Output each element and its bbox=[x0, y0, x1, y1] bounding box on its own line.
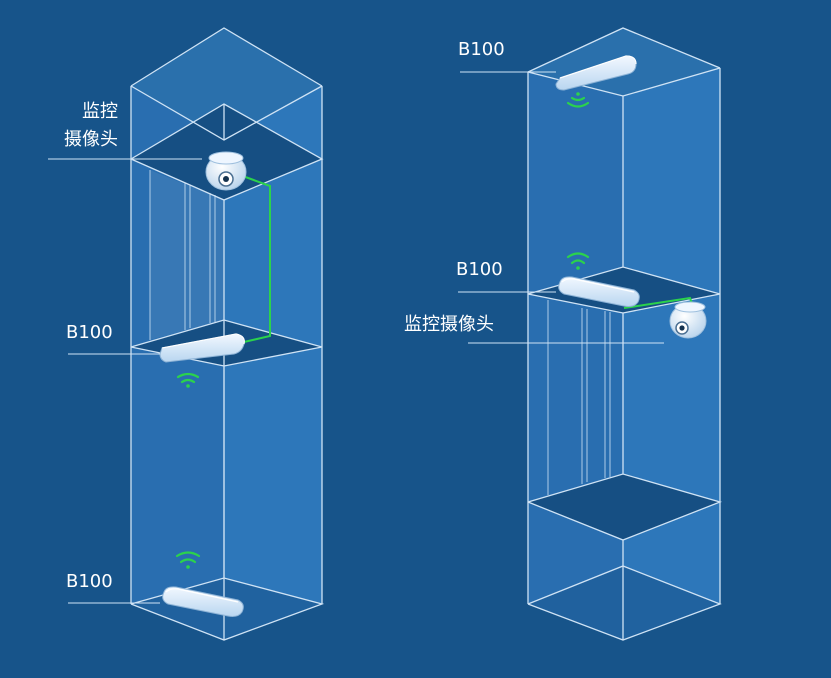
left-camera-cable bbox=[239, 174, 271, 343]
right-top-b100-device-icon bbox=[555, 55, 637, 91]
left-bottom-wifi-signal-icon bbox=[175, 551, 201, 569]
left-middle-wifi-signal-icon bbox=[176, 372, 200, 388]
left-car-rails bbox=[149, 170, 216, 340]
right-middle-b100-device-icon bbox=[558, 276, 640, 307]
left-camera-label-line2: 摄像头 bbox=[64, 129, 118, 150]
left-camera-label-line1: 监控 bbox=[82, 101, 118, 122]
left-car-wall-left bbox=[150, 170, 224, 340]
right-camera-icon bbox=[669, 301, 707, 339]
left-shaft-front-right bbox=[224, 86, 322, 640]
left-camera-icon bbox=[205, 151, 247, 191]
right-middle-b100-label: B100 bbox=[456, 259, 503, 280]
right-shaft bbox=[458, 27, 723, 641]
right-car-rails bbox=[547, 300, 611, 495]
left-bottom-b100-label: B100 bbox=[66, 571, 113, 592]
left-shaft-front-left bbox=[131, 86, 224, 640]
right-shaft-front-left bbox=[528, 72, 623, 640]
right-top-b100-label: B100 bbox=[458, 39, 505, 60]
left-shaft bbox=[48, 27, 325, 641]
left-shaft-edges bbox=[130, 27, 325, 641]
right-car-floor bbox=[528, 474, 720, 540]
right-camera-label: 监控摄像头 bbox=[404, 314, 494, 335]
left-middle-b100-device-icon bbox=[159, 333, 245, 363]
left-leader-lines bbox=[48, 158, 202, 604]
right-shaft-front-right bbox=[623, 68, 720, 640]
right-leader-lines bbox=[458, 71, 664, 344]
left-bottom-b100-device-icon bbox=[162, 586, 244, 617]
right-middle-wifi-signal-icon bbox=[566, 252, 590, 270]
right-shaft-edges bbox=[527, 27, 723, 641]
right-top-wifi-signal-icon bbox=[566, 92, 590, 108]
left-middle-b100-label: B100 bbox=[66, 322, 113, 343]
